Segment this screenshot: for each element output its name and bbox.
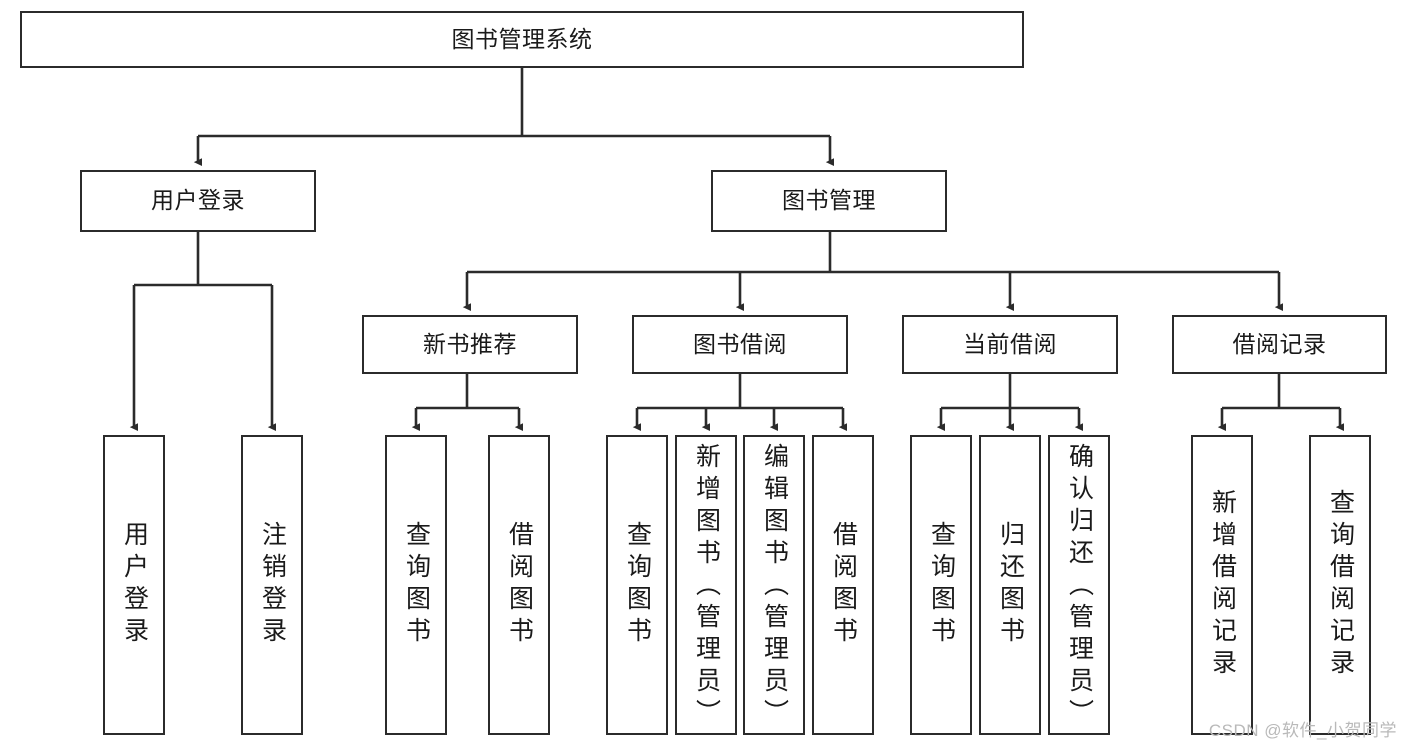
leaf-record-add-borrow-record[interactable]: 新增借阅记录 bbox=[1191, 435, 1253, 735]
csdn-watermark: CSDN @软件_小贺同学 bbox=[1208, 721, 1397, 740]
node-label: 新增图书（管理员） bbox=[692, 443, 721, 731]
node-new-book-recommend[interactable]: 新书推荐 bbox=[362, 315, 578, 374]
node-label: 用户登录 bbox=[120, 521, 149, 649]
node-root-book-management-system[interactable]: 图书管理系统 bbox=[20, 11, 1024, 68]
node-label: 图书借阅 bbox=[693, 330, 787, 357]
node-label: 查询图书 bbox=[623, 521, 652, 649]
leaf-borrow-query-books[interactable]: 查询图书 bbox=[606, 435, 668, 735]
node-current-borrow[interactable]: 当前借阅 bbox=[902, 315, 1118, 374]
leaf-user-login-logout[interactable]: 注销登录 bbox=[241, 435, 303, 735]
leaf-borrow-edit-book-admin[interactable]: 编辑图书（管理员） bbox=[743, 435, 805, 735]
node-label: 新书推荐 bbox=[423, 330, 517, 357]
node-label: 借阅图书 bbox=[829, 521, 858, 649]
node-label: 查询图书 bbox=[927, 521, 956, 649]
leaf-current-return-books[interactable]: 归还图书 bbox=[979, 435, 1041, 735]
node-label: 确认归还（管理员） bbox=[1065, 443, 1094, 731]
node-borrow-record[interactable]: 借阅记录 bbox=[1172, 315, 1387, 374]
node-label: 借阅记录 bbox=[1232, 330, 1327, 357]
node-label: 当前借阅 bbox=[963, 330, 1057, 357]
leaf-new-book-query-books[interactable]: 查询图书 bbox=[385, 435, 447, 735]
node-label: 新增借阅记录 bbox=[1208, 489, 1237, 681]
node-label: 归还图书 bbox=[996, 521, 1025, 649]
node-book-management[interactable]: 图书管理 bbox=[711, 170, 947, 232]
leaf-current-confirm-return-admin[interactable]: 确认归还（管理员） bbox=[1048, 435, 1110, 735]
leaf-current-query-books[interactable]: 查询图书 bbox=[910, 435, 972, 735]
node-label: 借阅图书 bbox=[505, 521, 534, 649]
node-user-login[interactable]: 用户登录 bbox=[80, 170, 316, 232]
node-label: 查询图书 bbox=[402, 521, 431, 649]
node-book-borrow[interactable]: 图书借阅 bbox=[632, 315, 848, 374]
leaf-user-login-login[interactable]: 用户登录 bbox=[103, 435, 165, 735]
node-label: 查询借阅记录 bbox=[1326, 489, 1355, 681]
node-label: 图书管理 bbox=[782, 187, 876, 214]
node-label: 注销登录 bbox=[258, 521, 287, 649]
leaf-borrow-add-book-admin[interactable]: 新增图书（管理员） bbox=[675, 435, 737, 735]
leaf-record-query-borrow-record[interactable]: 查询借阅记录 bbox=[1309, 435, 1371, 735]
node-label: 编辑图书（管理员） bbox=[760, 443, 789, 731]
node-label: 用户登录 bbox=[151, 187, 245, 214]
leaf-borrow-borrow-books[interactable]: 借阅图书 bbox=[812, 435, 874, 735]
node-label: 图书管理系统 bbox=[451, 25, 593, 52]
leaf-new-book-borrow-books[interactable]: 借阅图书 bbox=[488, 435, 550, 735]
